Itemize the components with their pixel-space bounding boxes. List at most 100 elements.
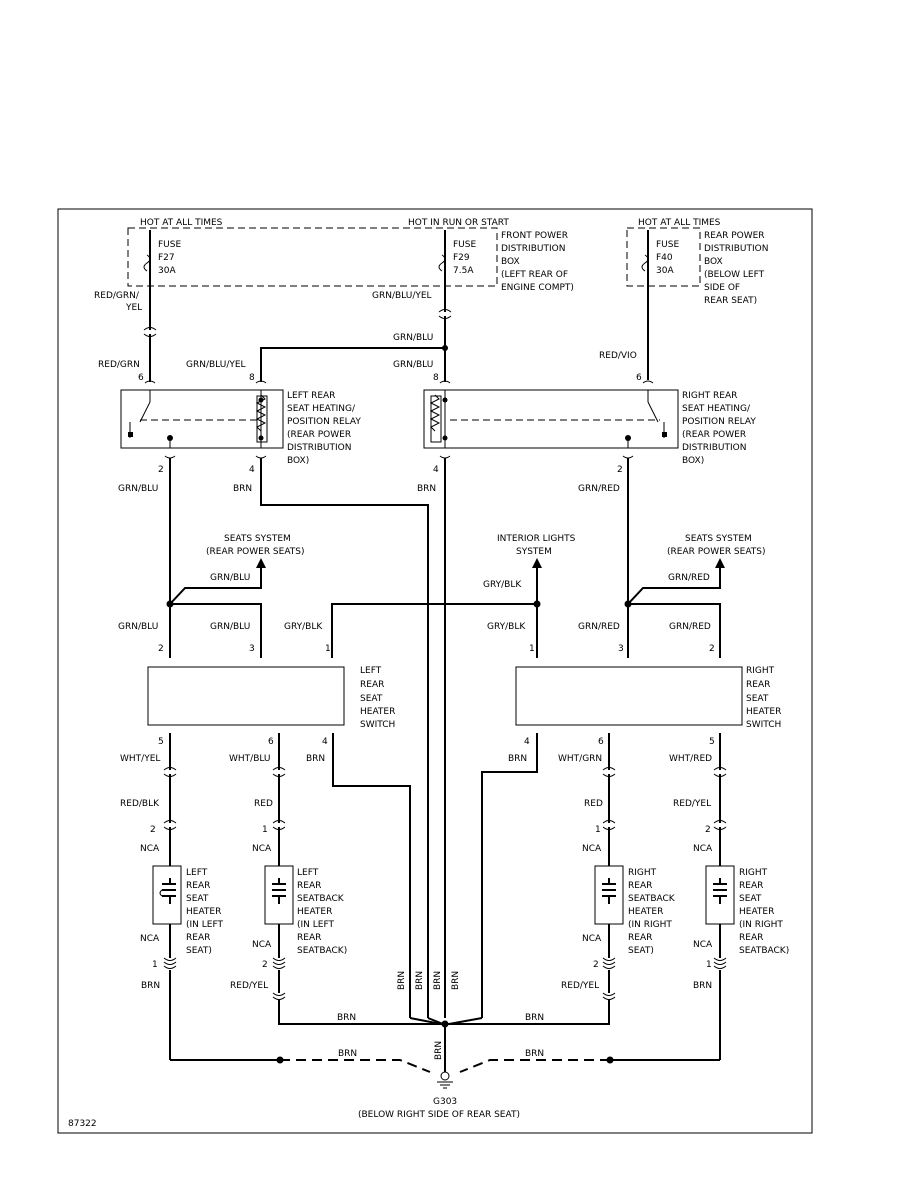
pin-number: 2: [709, 644, 715, 654]
svg-text:REAR: REAR: [186, 881, 210, 891]
arrow-up-icon: [715, 558, 725, 568]
ground-icon: [437, 1071, 453, 1089]
hot-center-label: HOT IN RUN OR START: [408, 218, 509, 228]
ground-id: G303: [433, 1097, 457, 1107]
svg-text:(BELOW LEFT: (BELOW LEFT: [704, 270, 765, 280]
pin-number: 1: [595, 825, 601, 835]
connector-row: [272, 992, 616, 1000]
wire-label: BRN: [433, 971, 443, 990]
left-rear-seatback-heater: [264, 865, 294, 925]
left-heater-label: LEFT REAR SEAT HEATER (IN LEFT REAR SEAT…: [186, 868, 223, 956]
wire-label: BRN: [693, 981, 712, 991]
left-switch-label: LEFT REAR SEAT HEATER SWITCH: [360, 666, 395, 730]
wire-label: RED/GRN/: [94, 291, 140, 301]
svg-text:LEFT: LEFT: [360, 666, 382, 676]
wire-label: YEL: [125, 303, 142, 313]
wire-label: RED/BLK: [120, 799, 160, 809]
svg-text:REAR: REAR: [186, 933, 210, 943]
wire-label: BRN: [508, 754, 527, 764]
wire-label: BRN: [338, 1049, 357, 1059]
right-switch-label: RIGHT REAR SEAT HEATER SWITCH: [746, 666, 781, 730]
left-seatback-heater-label: LEFT REAR SEATBACK HEATER (IN LEFT REAR …: [297, 868, 347, 956]
wire-label: BRN: [337, 1013, 356, 1023]
pin-number: 4: [322, 737, 328, 747]
left-rear-seat-heater: [152, 865, 182, 925]
fuse-f27-amp: 30A: [158, 266, 176, 276]
wire-label: BRN: [451, 971, 461, 990]
pin-number: 2: [593, 960, 599, 970]
pin-number: 2: [705, 825, 711, 835]
svg-text:SEAT: SEAT: [360, 694, 383, 704]
wire-label: WHT/BLU: [229, 754, 271, 764]
wire-label: GRN/BLU: [118, 484, 158, 494]
hot-right-label: HOT AT ALL TIMES: [638, 218, 721, 228]
wire-label: GRY/BLK: [284, 622, 323, 632]
svg-text:(LEFT REAR OF: (LEFT REAR OF: [501, 270, 568, 280]
fuse-f29-symbol: [438, 254, 446, 272]
right-heater-label: RIGHT REAR SEAT HEATER (IN RIGHT REAR SE…: [739, 868, 789, 956]
wire-label: BRN: [434, 1041, 444, 1060]
pin-number: 3: [618, 644, 624, 654]
wire-label: GRY/BLK: [483, 580, 522, 590]
wire-label: NCA: [252, 940, 272, 950]
wire-label: RED/YEL: [673, 799, 711, 809]
fuse-label: FUSE: [656, 240, 679, 250]
wire-label: GRN/BLU: [118, 622, 158, 632]
svg-text:DISTRIBUTION: DISTRIBUTION: [501, 244, 565, 254]
seats-system-right: SEATS SYSTEM (REAR POWER SEATS): [667, 534, 766, 557]
wire-label: NCA: [693, 940, 713, 950]
pin-number: 4: [524, 737, 530, 747]
wire-label: BRN: [233, 484, 252, 494]
svg-text:REAR SEAT): REAR SEAT): [704, 296, 757, 306]
left-rear-relay: [120, 389, 284, 449]
svg-text:SIDE OF: SIDE OF: [704, 283, 740, 293]
hot-left-label: HOT AT ALL TIMES: [140, 218, 223, 228]
svg-text:RIGHT: RIGHT: [628, 868, 657, 878]
svg-text:(REAR POWER: (REAR POWER: [682, 430, 746, 440]
right-rear-relay: [423, 389, 679, 449]
svg-text:INTERIOR LIGHTS: INTERIOR LIGHTS: [497, 534, 576, 544]
pin-number: 1: [262, 825, 268, 835]
svg-text:BOX): BOX): [682, 456, 704, 466]
svg-text:REAR: REAR: [739, 933, 763, 943]
wire-label: BRN: [415, 971, 425, 990]
svg-text:HEATER: HEATER: [739, 907, 774, 917]
svg-text:DISTRIBUTION: DISTRIBUTION: [704, 244, 768, 254]
wire-label: GRN/BLU: [393, 360, 433, 370]
svg-text:SEAT HEATING/: SEAT HEATING/: [682, 404, 751, 414]
svg-text:REAR POWER: REAR POWER: [704, 231, 765, 241]
fuse-f29-id: F29: [453, 253, 470, 263]
svg-text:SWITCH: SWITCH: [360, 720, 395, 730]
wire-label: BRN: [397, 971, 407, 990]
pin-number: 5: [158, 737, 164, 747]
svg-text:SEAT: SEAT: [746, 694, 769, 704]
pin-number: 6: [268, 737, 274, 747]
pin-number: 2: [262, 960, 268, 970]
pin-number: 8: [433, 373, 439, 383]
ground-location: (BELOW RIGHT SIDE OF REAR SEAT): [358, 1110, 520, 1120]
wire-label: GRN/RED: [578, 622, 620, 632]
pin-number: 2: [158, 644, 164, 654]
svg-text:BOX: BOX: [501, 257, 520, 267]
pin-number: 1: [152, 960, 158, 970]
svg-text:DISTRIBUTION: DISTRIBUTION: [287, 443, 351, 453]
right-rear-seat-heater: [705, 865, 735, 925]
svg-text:POSITION RELAY: POSITION RELAY: [287, 417, 361, 427]
pin-number: 2: [158, 465, 164, 475]
svg-text:REAR: REAR: [360, 680, 384, 690]
arrow-up-icon: [532, 558, 542, 568]
wire-label: WHT/YEL: [120, 754, 160, 764]
svg-text:(IN RIGHT: (IN RIGHT: [739, 920, 783, 930]
svg-text:RIGHT: RIGHT: [746, 666, 775, 676]
svg-text:SEATBACK): SEATBACK): [739, 946, 789, 956]
pin-number: 1: [529, 644, 535, 654]
right-rear-seat-heater-switch: [515, 666, 743, 726]
wire-label: GRN/RED: [578, 484, 620, 494]
wire-label: BRN: [141, 981, 160, 991]
wire-label: GRY/BLK: [487, 622, 526, 632]
right-rear-seatback-heater: [594, 865, 624, 925]
svg-text:POSITION RELAY: POSITION RELAY: [682, 417, 756, 427]
pin-number: 6: [138, 373, 144, 383]
svg-text:SEATBACK: SEATBACK: [297, 894, 345, 904]
